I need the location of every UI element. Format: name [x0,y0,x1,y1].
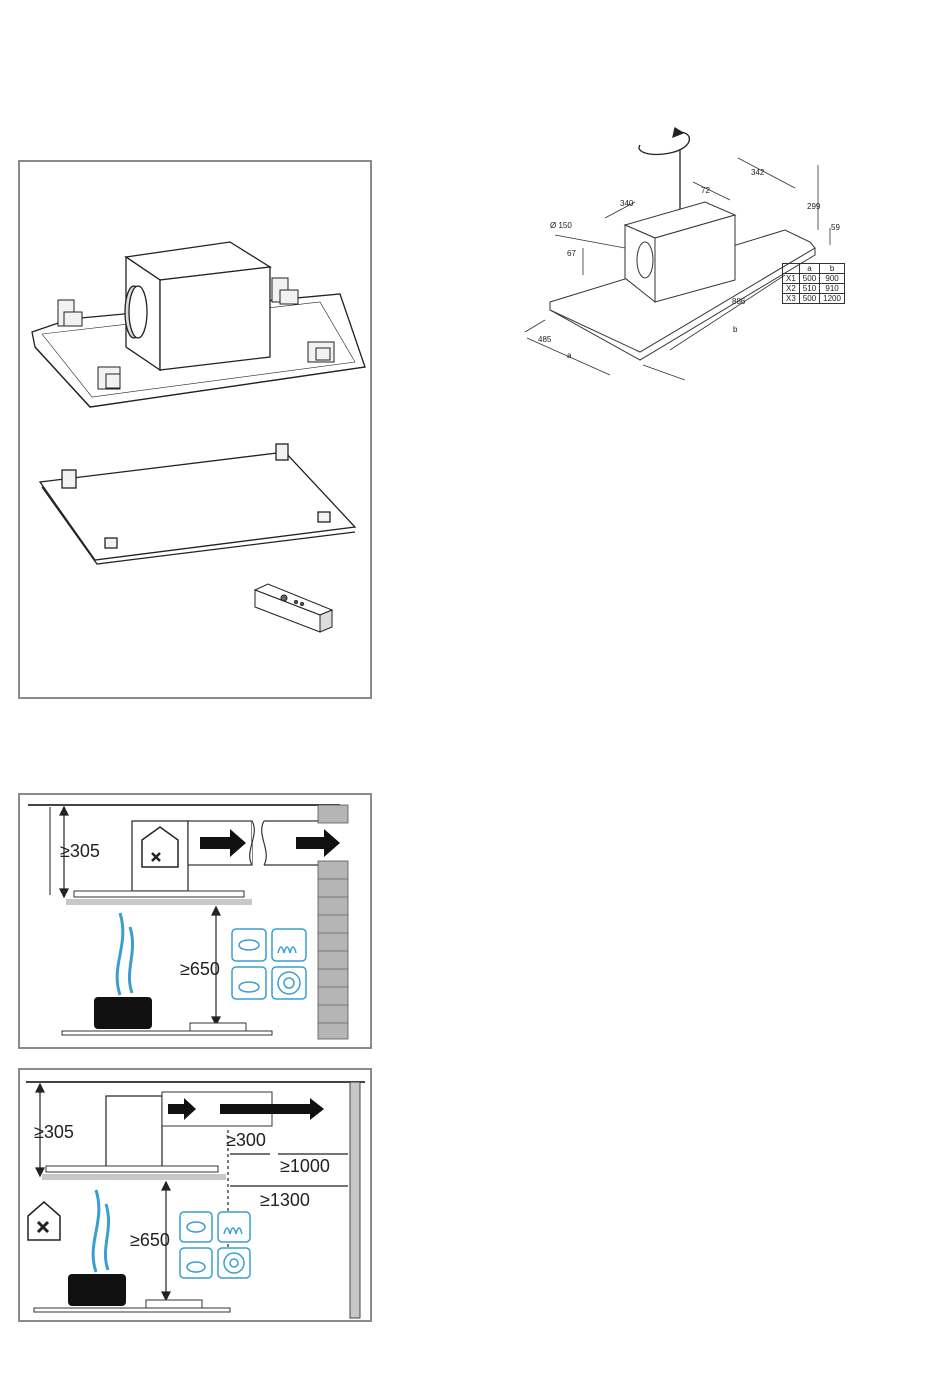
wall-min-300: ≥300 [226,1130,266,1150]
recirculation-mode-icon [28,1202,60,1240]
install-diagram-1-svg: ≥305 ≥650 [20,795,372,1049]
dim-67: 67 [567,249,576,258]
cover-plate [40,444,355,564]
dim-a: a [567,351,572,360]
hob-min-label: ≥650 [180,959,220,979]
parts-panel [18,160,372,699]
hob-min-label-2: ≥650 [130,1230,170,1250]
steam-arrows-icon [117,913,132,995]
cooking-pot [62,997,272,1035]
dimension-table: a b X1 500 900 X2 510 910 X3 500 1200 [782,263,845,304]
dim-342: 342 [751,168,765,177]
dim-485: 485 [538,335,552,344]
hob-type-icons-2 [180,1212,250,1278]
dim-59: 59 [831,223,840,232]
dim-b: b [733,325,738,334]
dim-299: 299 [807,202,821,211]
install-diagram-recirc: ≥305 ≥300 ≥1000 ≥1300 [18,1068,372,1322]
dimension-drawing: 342 72 340 299 59 Ø 150 67 886 485 a b a… [505,120,885,390]
table-row: X3 500 1200 [783,294,845,304]
ceiling-min-label: ≥305 [60,841,100,861]
dim-diameter: Ø 150 [550,221,572,230]
side-wall [350,1082,360,1318]
dim-340: 340 [620,199,634,208]
parts-illustration [20,162,372,699]
table-row: X1 500 900 [783,274,845,284]
dim-886: 886 [732,297,746,306]
dimension-svg: 342 72 340 299 59 Ø 150 67 886 485 a b [505,120,885,390]
ceiling-min-label-2: ≥305 [34,1122,74,1142]
cooking-pot-2 [34,1274,230,1312]
wall-min-1000: ≥1000 [280,1156,330,1176]
install-diagram-2-svg: ≥305 ≥300 ≥1000 ≥1300 [20,1070,372,1322]
dim-72: 72 [701,186,710,195]
table-row: X2 510 910 [783,284,845,294]
remote-control [255,584,332,632]
motor-box [125,242,270,370]
steam-arrows-icon-2 [93,1190,108,1272]
install-diagram-exhaust: ≥305 ≥650 [18,793,372,1049]
wall-min-1300: ≥1300 [260,1190,310,1210]
hob-type-icons [232,929,306,999]
table-header-row: a b [783,264,845,274]
